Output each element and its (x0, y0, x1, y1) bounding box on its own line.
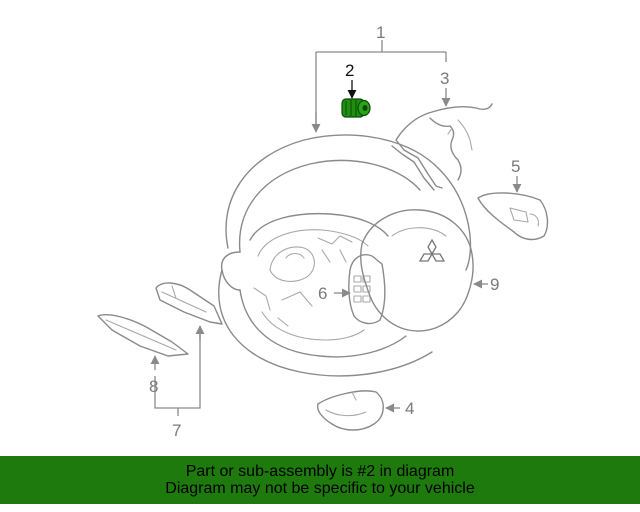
part-9-airbag-module[interactable] (360, 209, 474, 332)
part-2-bolt[interactable] (341, 98, 371, 118)
callout-3: 3 (440, 69, 449, 88)
callout-2: 2 (345, 61, 354, 80)
callout-8: 8 (149, 377, 158, 396)
callout-4: 4 (405, 399, 414, 418)
part-5-steering-switch[interactable] (477, 192, 549, 241)
part-8-cover[interactable] (97, 314, 189, 357)
callout-labels: 1 2 3 4 5 6 7 8 9 (149, 23, 520, 440)
callout-1: 1 (376, 23, 385, 42)
part-7-cover[interactable] (155, 282, 223, 325)
callout-9: 9 (490, 275, 499, 294)
banner-line-part: Part or sub-assembly is #2 in diagram (185, 463, 455, 480)
part-3-clock-spring-harness[interactable] (391, 103, 493, 191)
steering-wheel[interactable] (218, 134, 472, 377)
steering-wheel-parts-diagram: 1 2 3 4 5 6 7 8 9 (97, 23, 549, 440)
leader-lines (150, 40, 522, 416)
callout-7: 7 (172, 421, 181, 440)
callout-6: 6 (318, 284, 327, 303)
callout-5: 5 (511, 157, 520, 176)
part-4-lower-cover[interactable] (316, 390, 384, 431)
mitsubishi-logo-icon (418, 238, 446, 262)
part-info-banner: Part or sub-assembly is #2 in diagram Di… (0, 456, 640, 504)
part-6-steering-switch[interactable] (348, 254, 386, 325)
banner-line-disclaimer: Diagram may not be specific to your vehi… (165, 480, 475, 497)
